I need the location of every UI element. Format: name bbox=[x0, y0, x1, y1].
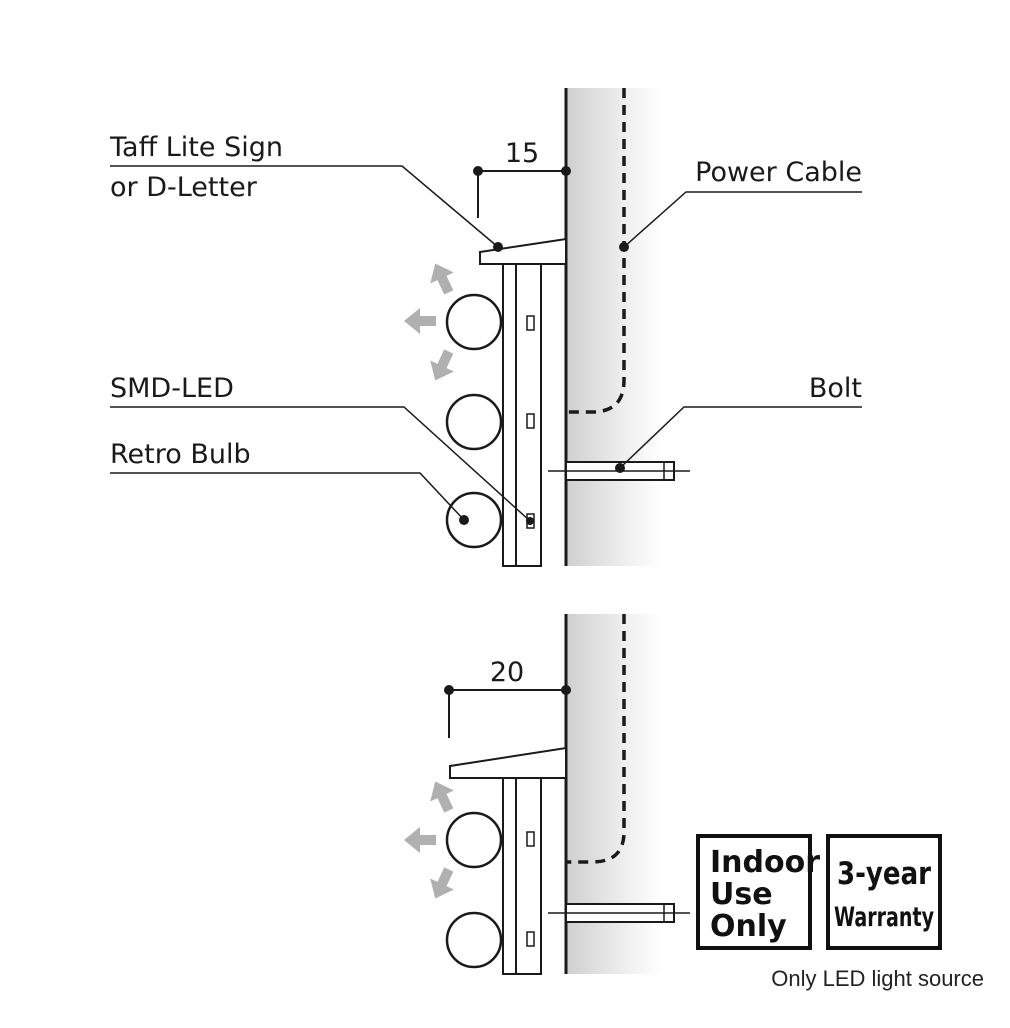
label-retro-bulb: Retro Bulb bbox=[110, 439, 251, 470]
label-smd-led: SMD-LED bbox=[110, 373, 234, 404]
light-arrow-up-b bbox=[423, 776, 461, 816]
dimension-20: 20 bbox=[444, 657, 571, 738]
retro-bulb-element bbox=[445, 491, 503, 549]
light-arrow-left-b bbox=[404, 827, 436, 853]
label-power-cable: Power Cable bbox=[695, 157, 862, 188]
label-bolt: Bolt bbox=[809, 373, 862, 404]
dimension-15-label: 15 bbox=[505, 138, 539, 169]
power-cable-line-bottom bbox=[566, 614, 626, 864]
bulb-1 bbox=[445, 293, 503, 351]
callout-sign: Taff Lite Sign or D-Letter bbox=[109, 132, 503, 252]
indoor-use-badge: Indoor Use Only bbox=[696, 834, 820, 950]
indoor-line3: Only bbox=[710, 909, 787, 944]
bottom-assembly: 20 bbox=[404, 614, 690, 975]
label-sign-line2: or D-Letter bbox=[110, 172, 258, 203]
light-arrow-down-b bbox=[423, 864, 461, 904]
top-assembly: 15 Taff Lite Sign or D-Letter Power Cabl… bbox=[109, 88, 862, 567]
light-arrow-down bbox=[423, 346, 461, 386]
callout-bolt: Bolt bbox=[615, 373, 862, 473]
bulb-2 bbox=[445, 393, 503, 451]
callout-power-cable: Power Cable bbox=[619, 157, 862, 252]
sign-cap-bottom bbox=[449, 746, 567, 779]
dimension-15: 15 bbox=[473, 138, 571, 218]
power-cable-line bbox=[566, 88, 626, 414]
dimension-20-label: 20 bbox=[490, 657, 524, 688]
light-arrow-up bbox=[423, 258, 461, 298]
bulb-bottom-2 bbox=[445, 911, 503, 969]
label-sign-line1: Taff Lite Sign bbox=[109, 132, 283, 163]
footnote-led: Only LED light source bbox=[771, 966, 984, 991]
warranty-line2: Warranty bbox=[834, 902, 934, 933]
sign-body-bottom bbox=[502, 777, 542, 975]
indoor-line2: Use bbox=[710, 877, 773, 912]
warranty-line1: 3-year bbox=[837, 856, 932, 892]
indoor-line1: Indoor bbox=[710, 845, 820, 880]
sign-body-top bbox=[502, 263, 542, 567]
warranty-badge: 3-year Warranty bbox=[826, 834, 942, 950]
bulb-bottom-1 bbox=[445, 811, 503, 869]
wall-top bbox=[566, 88, 662, 566]
callout-retro-bulb: Retro Bulb bbox=[110, 439, 469, 525]
bolt-bottom bbox=[548, 903, 690, 923]
light-arrow-left bbox=[404, 308, 436, 334]
callout-smd-led: SMD-LED bbox=[110, 373, 534, 525]
